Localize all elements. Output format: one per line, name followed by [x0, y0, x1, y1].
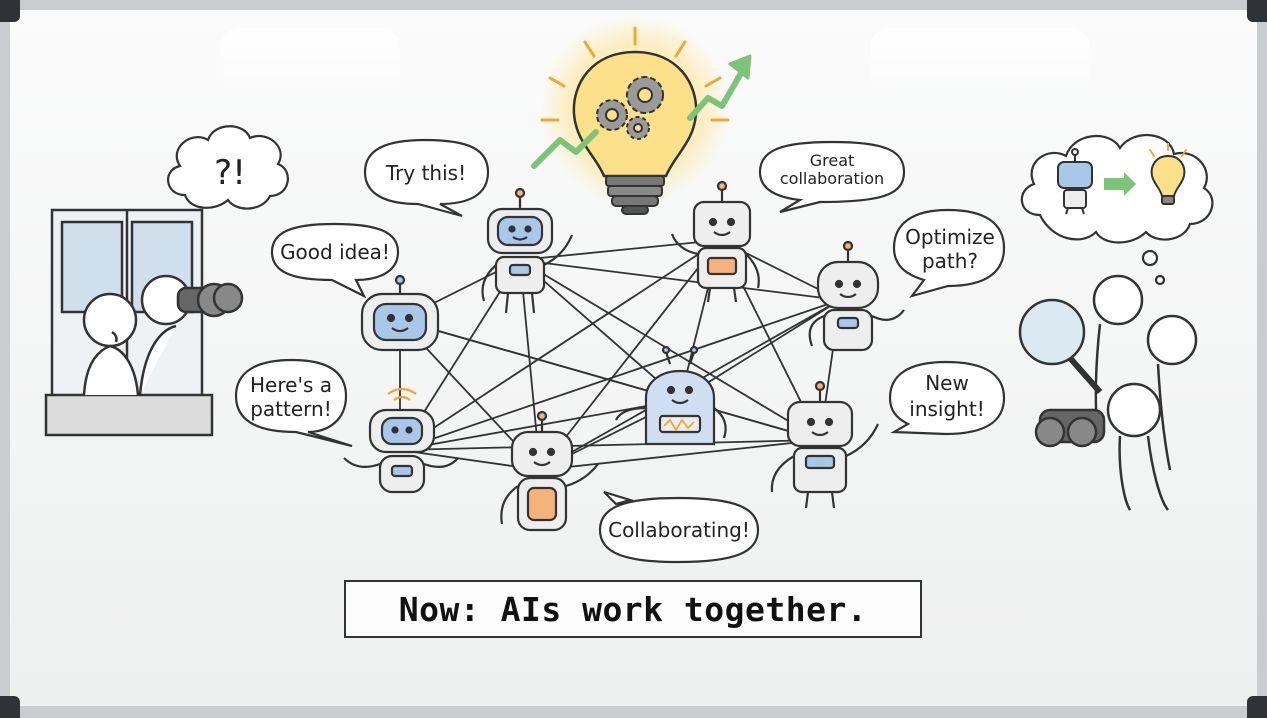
- robot: [343, 387, 459, 494]
- robot: [670, 180, 760, 303]
- caption-text: Now: AIs work together.: [398, 589, 868, 629]
- bubble-good-idea: [270, 222, 400, 299]
- caption-box: Now: AIs work together.: [344, 580, 922, 638]
- glare: [220, 28, 400, 98]
- text-new: New: [925, 371, 969, 395]
- text-insight: insight!: [909, 397, 984, 421]
- text-collaboration: collaboration: [780, 169, 884, 188]
- bubble-optimize-path: [892, 208, 1006, 298]
- board-corner: [1247, 0, 1267, 22]
- window-observers: [44, 208, 244, 437]
- text-collaborating: Collaborating!: [608, 518, 750, 542]
- lightbulb-gears-icon: [540, 15, 730, 215]
- bubble-new-insight: [888, 360, 1006, 436]
- network-lines: [399, 239, 841, 471]
- robot: [360, 274, 440, 352]
- text-great: Great: [810, 151, 855, 170]
- glare: [870, 28, 1090, 98]
- text-pattern: pattern!: [250, 397, 332, 421]
- text-try-this: Try this!: [385, 161, 466, 185]
- bubble-try-this: [363, 138, 490, 218]
- text-optimize: Optimize: [905, 225, 995, 249]
- board-corner: [0, 0, 20, 22]
- board-corner: [0, 696, 20, 718]
- bubble-great-collaboration: [758, 140, 906, 214]
- board-corner: [1247, 696, 1267, 718]
- robot: [770, 380, 880, 509]
- text-good-idea: Good idea!: [280, 240, 390, 264]
- text-path: path?: [922, 249, 978, 273]
- robot: [481, 187, 574, 314]
- robot: [808, 240, 905, 352]
- robot-to-idea-icon: [1057, 143, 1187, 215]
- thought-bubble-left: [167, 125, 289, 210]
- up-trend-arrow-icon: [531, 54, 752, 169]
- puzzled-marks: ?!: [214, 153, 246, 193]
- text-heres-a: Here's a: [250, 373, 332, 397]
- robot: [615, 345, 727, 446]
- bubble-collaborating: [598, 490, 760, 564]
- robot: [500, 410, 599, 532]
- observers-right: [1018, 274, 1198, 511]
- bubble-pattern: [234, 358, 353, 448]
